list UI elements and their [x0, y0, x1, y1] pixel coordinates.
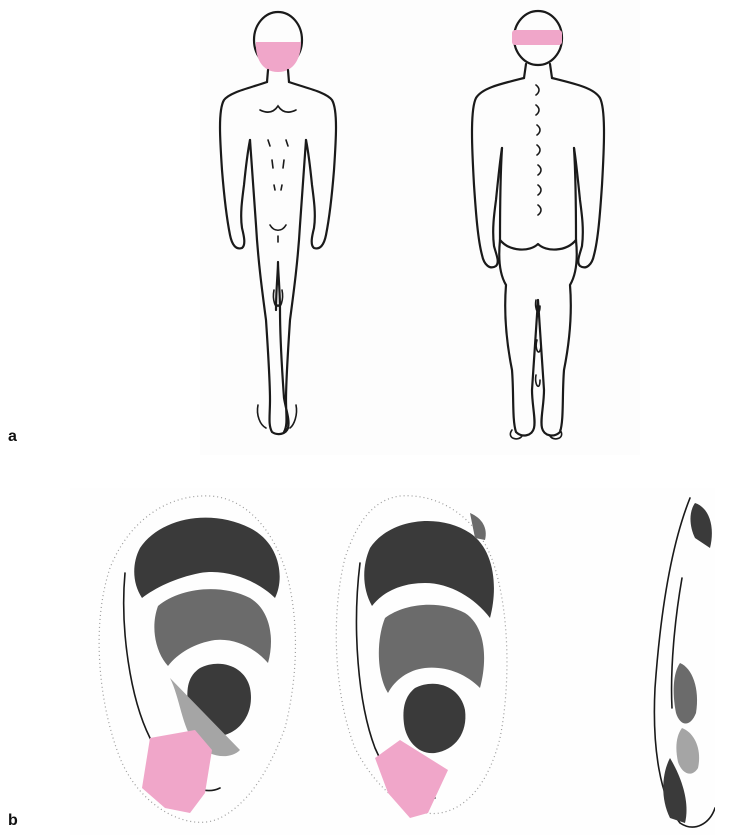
ear-figures-svg	[70, 488, 715, 835]
body-figures-svg	[200, 0, 640, 455]
ear-posterior-view	[654, 498, 715, 827]
back-view-figure	[472, 11, 604, 439]
front-view-figure	[220, 12, 336, 434]
ear-oblique-view	[336, 496, 507, 818]
ear-figures-panel	[70, 488, 715, 835]
ear-lateral-view	[99, 496, 295, 822]
back-head-band-highlight	[512, 30, 562, 45]
body-figures-panel	[200, 0, 640, 455]
panel-label-b: b	[8, 812, 18, 830]
front-face-highlight	[256, 42, 301, 72]
panel-label-a: a	[8, 428, 17, 446]
spine-marks	[536, 85, 541, 215]
ear-lateral-lobe-highlight	[142, 730, 212, 813]
